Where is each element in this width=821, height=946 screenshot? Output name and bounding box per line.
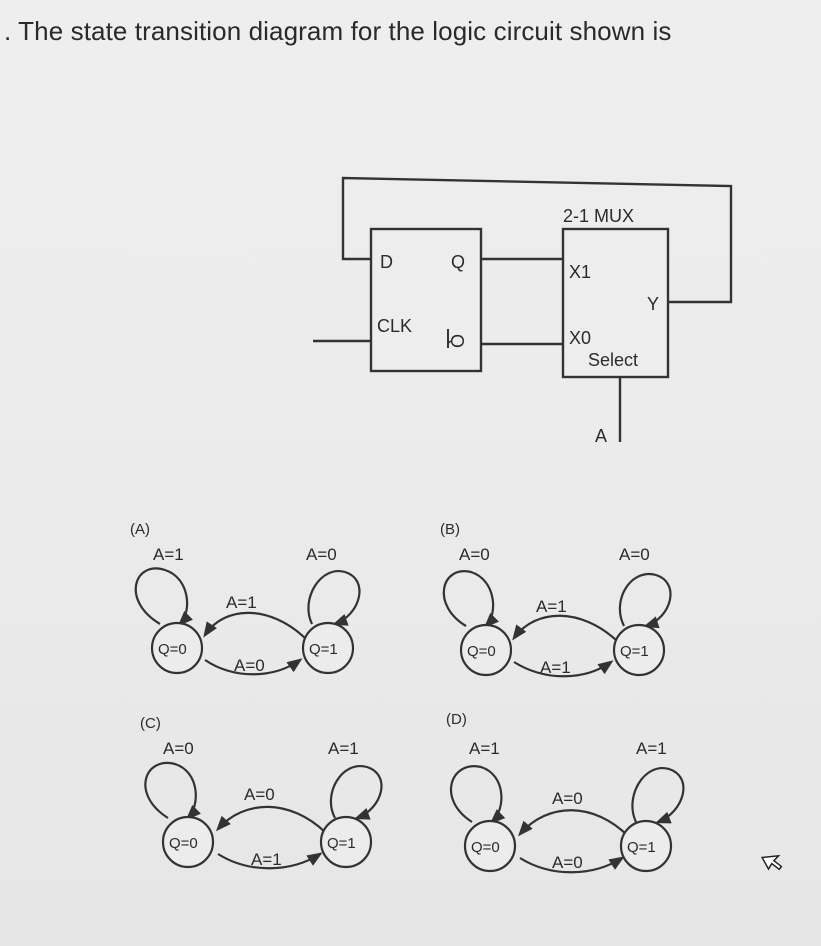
self-loop-left [450, 765, 506, 825]
arc-bottom [513, 660, 614, 678]
arc-top [203, 611, 306, 639]
option-b-diagram: (B) A=0 A=0 A=1 A=1 Q=0 Q=1 [440, 521, 672, 678]
mux-title: 2-1 MUX [563, 206, 634, 226]
loop-right-label: A=1 [328, 739, 359, 758]
mux-y-label: Y [647, 294, 659, 314]
arc-bottom [217, 852, 323, 870]
arc-top-label: A=0 [552, 789, 583, 808]
self-loop-left [134, 567, 194, 627]
arc-top [215, 805, 326, 833]
self-loop-right [307, 570, 361, 626]
state-right [619, 819, 673, 873]
loop-left-label: A=0 [459, 545, 490, 564]
feedback-wire [341, 176, 733, 304]
arc-bottom-label: A=1 [540, 658, 571, 677]
option-label: (D) [446, 711, 467, 728]
self-loop-left [144, 761, 202, 821]
d-flip-flop [369, 227, 483, 373]
option-a-diagram: (A) A=1 A=0 A=1 A=0 Q=0 Q=1 [130, 521, 361, 676]
state-left [459, 623, 513, 677]
arc-top-label: A=1 [226, 593, 257, 612]
loop-left-label: A=0 [163, 739, 194, 758]
arc-bottom [519, 856, 625, 874]
arc-bottom-label: A=1 [251, 850, 282, 869]
state-right [612, 623, 666, 677]
option-label: (C) [140, 715, 161, 732]
ff-clk-label: CLK [377, 316, 412, 336]
select-input-label: A [595, 426, 607, 446]
self-loop-right [631, 767, 685, 824]
state-left [150, 621, 204, 675]
loop-right-label: A=0 [306, 545, 337, 564]
loop-right-label: A=1 [636, 739, 667, 758]
state-right-label: Q=1 [327, 835, 356, 852]
self-loop-right [618, 572, 672, 629]
state-right [301, 621, 355, 675]
mux-block [561, 227, 670, 379]
arc-bottom-label: A=0 [552, 853, 583, 872]
state-left-label: Q=0 [471, 839, 500, 856]
state-right [319, 815, 373, 869]
state-left [161, 815, 215, 869]
arc-top [517, 809, 629, 837]
mux-x0-label: X0 [569, 328, 591, 348]
self-loop-right [329, 764, 383, 820]
loop-left-label: A=1 [153, 545, 184, 564]
loop-left-label: A=1 [469, 739, 500, 758]
option-c-diagram: (C) A=0 A=1 A=0 A=1 Q=0 Q=1 [140, 715, 383, 870]
arc-bottom [204, 658, 303, 676]
option-label: (A) [130, 521, 150, 538]
mux-select-label: Select [588, 350, 638, 370]
question-text: . The state transition diagram for the l… [4, 16, 672, 46]
arc-bottom-label: A=0 [234, 656, 265, 675]
state-left-label: Q=0 [158, 641, 187, 658]
ff-q-label: Q [451, 252, 465, 272]
self-loop-left [442, 570, 500, 629]
ff-qbar-label: Q [447, 334, 467, 348]
arc-top-label: A=1 [536, 597, 567, 616]
loop-right-label: A=0 [619, 545, 650, 564]
state-left-label: Q=0 [169, 835, 198, 852]
arc-top-label: A=0 [244, 785, 275, 804]
ff-d-label: D [380, 252, 393, 272]
circuit-labels: D Q CLK Q 2-1 MUX X1 Y X0 Select A [377, 206, 659, 446]
mux-x1-label: X1 [569, 262, 591, 282]
state-right-label: Q=1 [627, 839, 656, 856]
logic-circuit [313, 176, 733, 442]
state-left [463, 819, 517, 873]
state-left-label: Q=0 [467, 643, 496, 660]
option-label: (B) [440, 521, 460, 538]
state-right-label: Q=1 [309, 641, 338, 658]
option-d-diagram: (D) A=1 A=1 A=0 A=0 Q=0 Q=1 [446, 711, 685, 874]
arc-top [512, 614, 617, 641]
state-right-label: Q=1 [620, 643, 649, 660]
